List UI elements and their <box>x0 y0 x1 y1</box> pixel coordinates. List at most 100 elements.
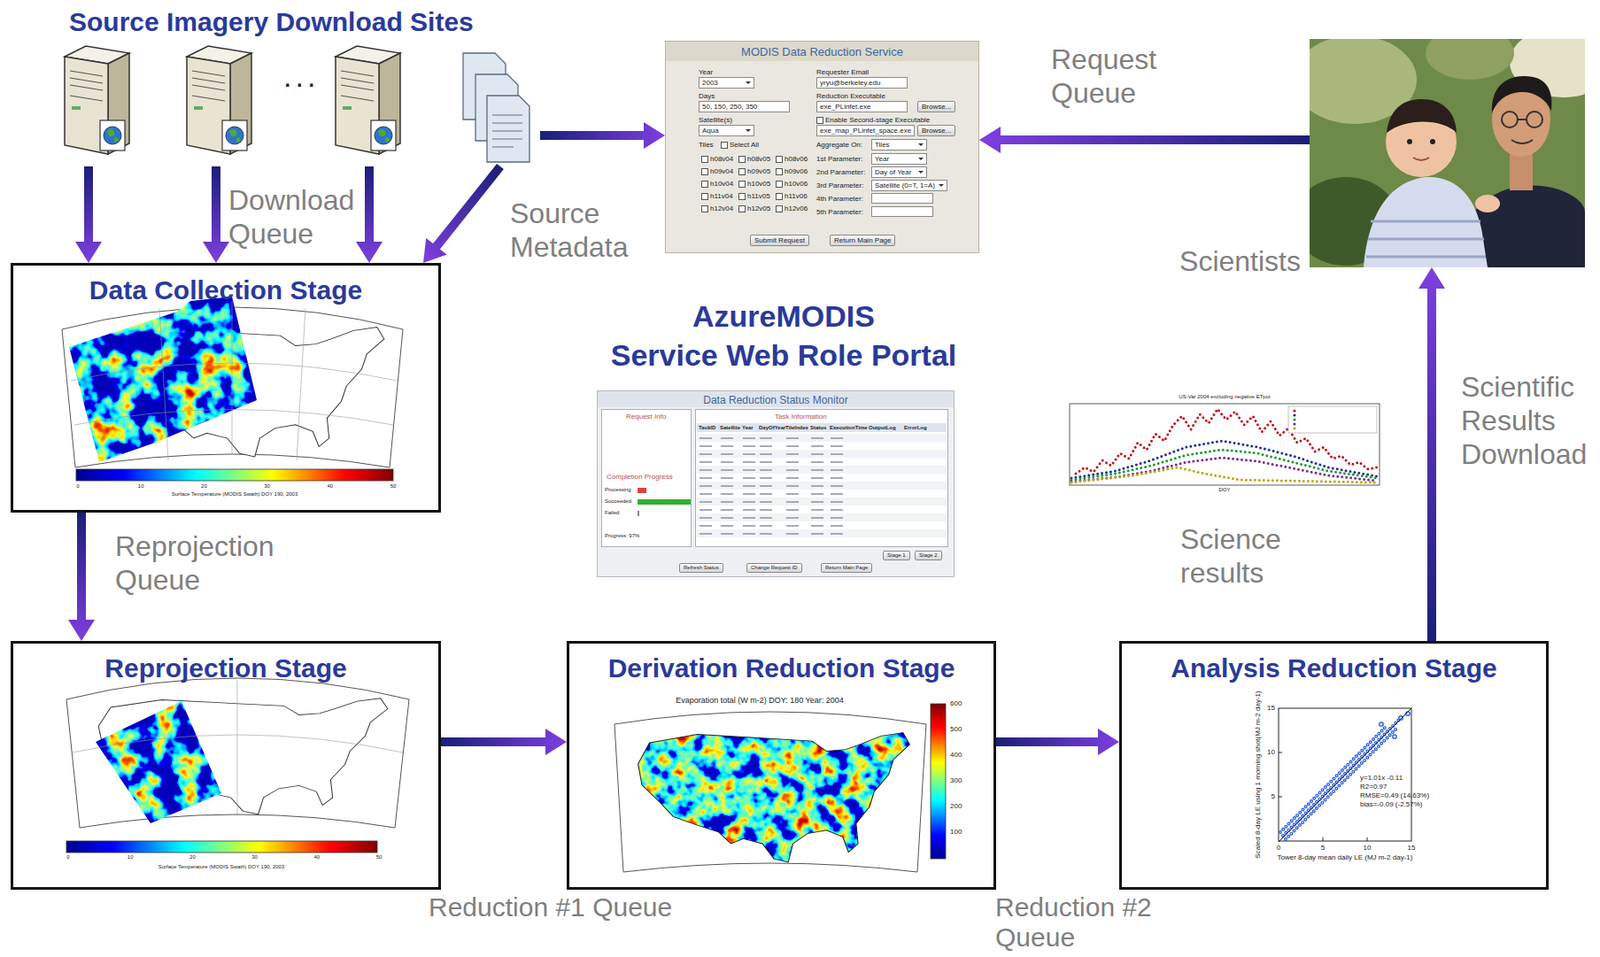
queue-label: Scientific Results Download <box>1460 370 1594 472</box>
ui-decoration <box>720 437 734 440</box>
swath-map <box>61 292 403 481</box>
flow-arrow <box>202 166 230 263</box>
scientists-node: Scientists <box>1309 38 1585 268</box>
form-checkbox-label: h09v04 <box>701 167 734 176</box>
monitor-text: Succeeded <box>604 498 632 505</box>
form-field-label: 4th Parameter: <box>816 194 864 203</box>
queue-label: Reprojection Queue <box>115 529 284 597</box>
fit-statistic: bias=-0.09 (-2.57%) <box>1360 800 1423 810</box>
ui-decoration <box>720 525 734 527</box>
form-input-value: 50, 150, 250, 350 <box>698 100 790 113</box>
form-button: Browse... <box>917 124 956 137</box>
flow-arrow <box>540 122 665 149</box>
queue-label: Request Queue <box>1051 42 1184 110</box>
ui-decoration <box>699 469 712 472</box>
monitor-button: Stage 2 <box>914 550 943 561</box>
ui-decoration <box>720 493 734 495</box>
flow-arrow <box>423 163 504 263</box>
ui-decoration <box>759 517 773 519</box>
form-checkbox-label: h09v06 <box>775 167 808 176</box>
form-input-value: Satellite (0=T, 1=A) <box>871 179 948 192</box>
ui-decoration <box>759 525 773 527</box>
ui-decoration <box>830 509 843 511</box>
ui-decoration <box>811 485 824 487</box>
form-input-value: yryu@berkeley.edu <box>816 77 908 89</box>
ui-decoration <box>699 437 712 440</box>
monitor-text: Processing <box>604 486 632 494</box>
ui-decoration <box>720 501 734 503</box>
colorbar-caption: Surface Temperature (MODIS Swath) DOY 19… <box>171 491 299 498</box>
colorbar-tick: 500 <box>950 725 962 735</box>
ui-decoration <box>811 525 824 527</box>
ui-decoration <box>786 525 799 527</box>
ui-decoration <box>786 533 799 535</box>
flow-arrow <box>68 512 95 642</box>
ui-decoration <box>742 469 756 472</box>
colorbar-tick: 40 <box>313 854 320 861</box>
monitor-text: Progress: 97% <box>604 533 640 540</box>
form-input-value: exe_PLinfet.exe <box>816 100 908 113</box>
monitor-column-header: ExecutionTime <box>829 425 868 432</box>
ui-decoration <box>699 509 712 511</box>
group-heading: Source Imagery Download Sites <box>69 6 474 39</box>
form-checkbox-label: h11v06 <box>775 192 808 201</box>
colorbar-caption: Surface Temperature (MODIS Swath) DOY 19… <box>158 864 286 871</box>
axis-tick: 15 <box>1407 843 1416 853</box>
ui-decoration <box>811 445 824 448</box>
form-field-label: Days <box>698 92 715 101</box>
flow-arrow <box>75 166 102 263</box>
ui-decoration <box>811 469 824 472</box>
ui-decoration <box>830 437 843 440</box>
form-checkbox-label: h08v05 <box>738 154 771 163</box>
ui-decoration <box>742 445 756 448</box>
scientists-photo <box>1309 38 1585 268</box>
monitor-column-header: DayOfYear <box>758 425 786 432</box>
flow-arrow <box>355 166 383 263</box>
monitor-button: Refresh Status <box>679 563 724 573</box>
ui-decoration <box>786 445 799 448</box>
ui-decoration <box>759 437 773 440</box>
ui-decoration <box>699 485 712 487</box>
monitor-column-header: Satellite <box>719 425 741 432</box>
ui-decoration <box>830 469 843 472</box>
ui-decoration <box>699 453 712 456</box>
ui-decoration <box>786 461 799 464</box>
form-checkbox-label: h10v06 <box>775 179 808 188</box>
colorbar-tick: 10 <box>127 854 134 861</box>
flow-arrow <box>979 126 1310 154</box>
colorbar-tick: 400 <box>950 750 962 760</box>
evaporation-map <box>614 703 946 873</box>
scatter-plot <box>1278 708 1412 843</box>
form-button: Return Main Page <box>829 234 896 247</box>
monitor-button: Change Request ID <box>746 563 803 573</box>
ui-decoration <box>759 501 773 503</box>
server-icons <box>64 46 401 155</box>
ui-decoration <box>830 453 843 456</box>
form-field-label: Requester Email <box>816 68 869 77</box>
flow-arrow <box>440 728 567 756</box>
ui-decoration <box>720 461 734 464</box>
form-checkbox-label: h11v05 <box>738 192 771 201</box>
ui-decoration <box>786 437 799 440</box>
ui-decoration <box>786 469 799 472</box>
ui-decoration <box>699 501 712 503</box>
colorbar-tick: 200 <box>950 802 962 812</box>
stage-heading: Reprojection Stage <box>104 652 347 685</box>
axis-label: Scaled 8-day LE using 1 morning shot(MJ … <box>1253 690 1263 858</box>
ui-decoration <box>759 533 773 535</box>
form-field-label: 3rd Parameter: <box>816 181 864 190</box>
ui-decoration <box>830 445 843 448</box>
form-checkbox-label: Enable Second-stage Executable <box>816 115 930 124</box>
reprojected-map <box>66 678 410 853</box>
queue-label: Download Queue <box>228 183 362 251</box>
monitor-section-title: Completion Progress <box>606 472 673 481</box>
form-field-label: 1st Parameter: <box>816 154 863 163</box>
form-field-label: Year <box>698 68 713 77</box>
colorbar-tick: 100 <box>950 827 962 837</box>
colorbar-tick: 600 <box>950 699 962 709</box>
chart-title: US-Var 2004 excluding negative ETpot <box>1178 394 1270 401</box>
form-checkbox-label: h11v04 <box>701 192 734 201</box>
science-chart <box>1069 403 1380 486</box>
ui-decoration <box>811 493 824 495</box>
form-input-value: Tiles <box>871 139 928 151</box>
